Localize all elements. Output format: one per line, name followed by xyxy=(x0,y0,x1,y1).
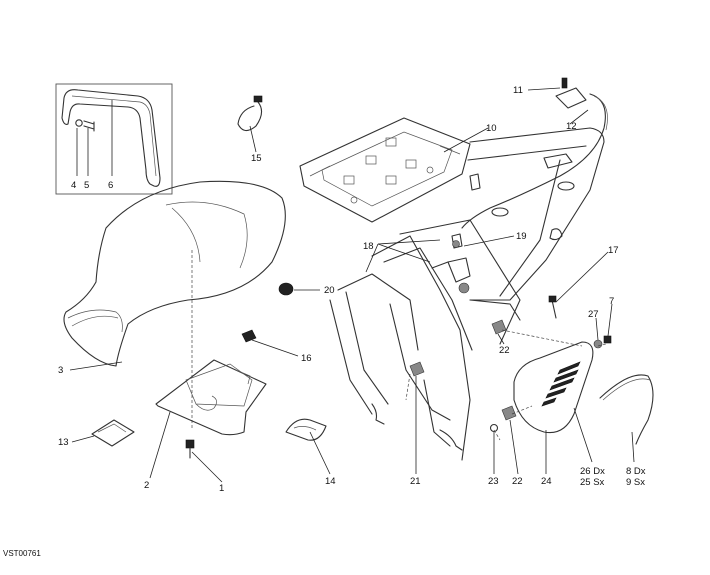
leader-lines xyxy=(69,87,635,483)
callout-6: 6 xyxy=(108,180,113,191)
callout-5: 5 xyxy=(84,180,89,191)
callout-17: 17 xyxy=(608,245,619,256)
manual-13 xyxy=(91,419,135,447)
drawing-code: VST00761 xyxy=(3,549,41,558)
callout-14: 14 xyxy=(325,476,336,487)
callout-18: 18 xyxy=(363,241,374,252)
callout-22-upper: 22 xyxy=(499,345,510,356)
callout-21: 21 xyxy=(410,476,421,487)
callout-16: 16 xyxy=(301,353,312,364)
rubber-strip xyxy=(599,374,654,445)
seat xyxy=(63,180,286,430)
electrical-tray xyxy=(299,117,471,223)
cable-15 xyxy=(237,95,263,132)
callout-7: 7 xyxy=(609,296,614,307)
grab-handle-detail xyxy=(55,83,173,195)
callout-9: 9 Sx xyxy=(626,477,645,488)
seat-release-cable xyxy=(461,77,608,229)
callout-4: 4 xyxy=(71,180,76,191)
callout-26: 26 Dx xyxy=(580,466,605,477)
under-seat-tray xyxy=(155,359,267,436)
screw-7 xyxy=(603,335,612,344)
callout-19: 19 xyxy=(516,231,527,242)
screw-1 xyxy=(185,439,195,459)
callout-labels: 4 5 6 3 13 2 1 14 15 20 16 10 11 12 17 7… xyxy=(58,85,646,494)
callout-15: 15 xyxy=(251,153,262,164)
callout-12: 12 xyxy=(566,121,577,132)
callout-27: 27 xyxy=(588,309,599,320)
callout-8: 8 Dx xyxy=(626,466,646,477)
screw-23 xyxy=(489,423,499,433)
grommet-22-lower xyxy=(501,405,517,421)
clip-16 xyxy=(241,329,257,343)
callout-22-lower: 22 xyxy=(512,476,523,487)
callout-2: 2 xyxy=(144,480,149,491)
seat-lock xyxy=(431,233,471,294)
assembly-lines xyxy=(405,329,607,441)
callout-25: 25 Sx xyxy=(580,477,605,488)
grommet-22-upper xyxy=(491,319,507,335)
callout-10: 10 xyxy=(486,123,497,134)
pad-14 xyxy=(285,418,327,441)
screw-17 xyxy=(548,295,557,319)
side-panel xyxy=(513,341,594,434)
callout-3: 3 xyxy=(58,365,63,376)
callout-23: 23 xyxy=(488,476,499,487)
callout-13: 13 xyxy=(58,437,69,448)
grommet-21 xyxy=(409,361,425,377)
rear-frame xyxy=(329,127,605,461)
bushing-27 xyxy=(593,339,603,349)
callout-20: 20 xyxy=(324,285,335,296)
callout-1: 1 xyxy=(219,483,224,494)
callout-24: 24 xyxy=(541,476,552,487)
cap-20 xyxy=(278,282,294,296)
callout-11: 11 xyxy=(513,85,523,96)
